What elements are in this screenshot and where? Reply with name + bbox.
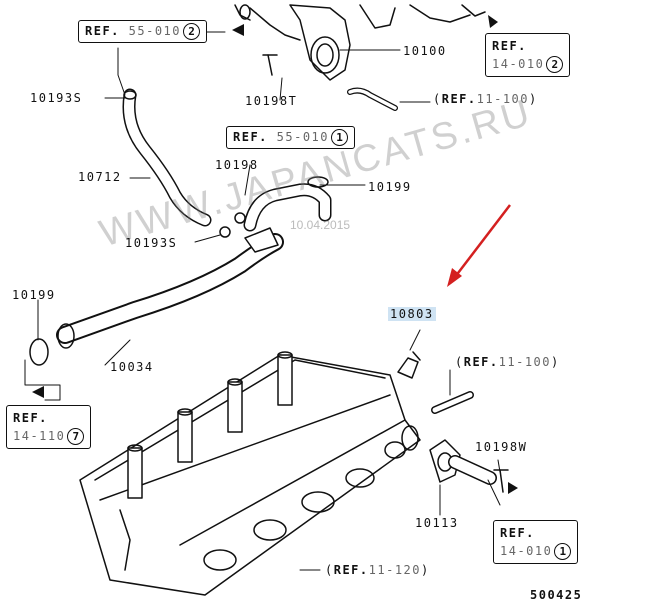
circle-number: 2	[546, 56, 564, 73]
highlighted-part-number[interactable]: 10803	[388, 307, 436, 321]
hose-clamp-fittings	[234, 4, 301, 76]
part-label-10198w: 10198W	[475, 440, 528, 454]
part-label-10193s-mid: 10193S	[125, 236, 178, 250]
leader-lines	[24, 31, 501, 571]
part-label-10803[interactable]: 10803	[388, 307, 436, 321]
thermostat-housing	[289, 4, 486, 81]
part-label-10100: 10100	[403, 44, 447, 58]
circle-number: 2	[183, 23, 200, 40]
watermark-date: 10.04.2015	[290, 218, 351, 232]
part-label-10034: 10034	[110, 360, 154, 374]
part-label-10113: 10113	[415, 516, 459, 530]
part-label-10199-right: 10199	[368, 180, 412, 194]
part-label-10712: 10712	[78, 170, 122, 184]
inline-ref-top-hose[interactable]: (REF.11-100)	[433, 92, 538, 106]
temperature-sensor-10803	[397, 351, 421, 379]
circle-number: 1	[554, 543, 572, 560]
red-pointer-arrow	[447, 204, 511, 287]
inline-ref-right-sensor[interactable]: (REF.11-100)	[455, 355, 560, 369]
part-label-10199-left: 10199	[12, 288, 56, 302]
part-label-10198: 10198	[215, 158, 259, 172]
part-label-10198t: 10198T	[245, 94, 298, 108]
water-outlet-10113	[429, 439, 509, 493]
inline-ref-bottom-head[interactable]: (REF.11-120)	[325, 563, 430, 577]
circle-number: 7	[67, 428, 85, 445]
ref-arrows	[32, 15, 518, 494]
part-label-10193s-top: 10193S	[30, 91, 83, 105]
cylinder-head	[79, 351, 421, 596]
circle-number: 1	[331, 129, 348, 146]
diagram-code: 500425	[530, 588, 583, 602]
pipe-bracket	[244, 227, 279, 253]
